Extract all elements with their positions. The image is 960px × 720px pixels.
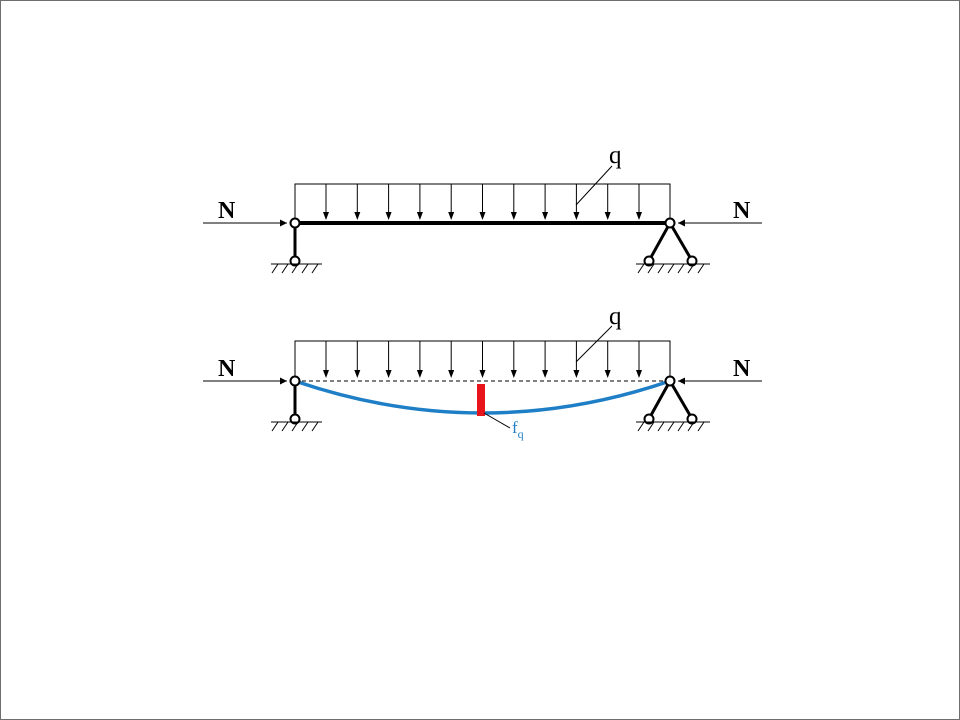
hatch-stroke: [271, 263, 279, 274]
hatch-stroke: [301, 421, 309, 432]
support-hinge: [686, 255, 698, 267]
left-support: [271, 217, 322, 274]
axial-force-label-left: N: [218, 356, 236, 382]
hatch-stroke: [281, 263, 289, 274]
q-label: q: [609, 303, 622, 330]
load-arrow-head: [448, 370, 455, 378]
support-hinge: [289, 375, 301, 387]
support-hinge: [289, 217, 301, 229]
deflection-leader-line: [483, 412, 511, 429]
load-arrow-head: [323, 212, 329, 220]
load-arrow-head: [416, 212, 423, 220]
load-arrow-head: [354, 212, 361, 220]
hatch-stroke: [647, 421, 655, 432]
hatch-stroke: [311, 263, 319, 274]
hatch-stroke: [677, 421, 685, 432]
hatch-stroke: [281, 421, 289, 432]
ground-hatching: [271, 421, 319, 432]
distributed-load-bottom: q: [294, 303, 671, 380]
hatch-stroke: [291, 263, 299, 274]
hatch-stroke: [271, 421, 279, 432]
hatch-stroke: [697, 421, 705, 432]
load-arrow-head: [636, 212, 642, 220]
beam-undeformed: q N N: [203, 142, 762, 274]
load-arrow-head: [604, 212, 611, 220]
load-arrow-head: [385, 370, 392, 378]
q-label: q: [609, 142, 622, 169]
load-arrow-head: [510, 370, 517, 378]
right-support: [636, 217, 710, 274]
load-arrow-head: [573, 212, 580, 220]
support-hinge: [664, 375, 676, 387]
hatch-stroke: [667, 421, 675, 432]
load-arrow-head: [479, 370, 486, 378]
left-support: [271, 375, 322, 432]
load-arrow-head: [604, 370, 611, 378]
axial-force-label-right: N: [733, 198, 751, 224]
load-arrow-head: [448, 212, 455, 220]
support-hinge: [289, 413, 301, 425]
load-arrows: [323, 341, 642, 378]
hatch-stroke: [301, 263, 309, 274]
hatch-stroke: [291, 421, 299, 432]
q-leader-line: [575, 325, 613, 363]
deflection-label: fq: [512, 418, 524, 441]
support-hinge: [686, 413, 698, 425]
load-arrow-head: [385, 212, 392, 220]
beam-deformed: q fq N N: [203, 303, 762, 441]
hatch-stroke: [657, 263, 665, 274]
right-support: [636, 375, 710, 432]
ground-hatching: [637, 263, 705, 274]
ground-hatching: [271, 263, 319, 274]
load-arrow-head: [323, 370, 329, 378]
hatch-stroke: [687, 263, 695, 274]
hatch-stroke: [647, 263, 655, 274]
hatch-stroke: [637, 263, 645, 274]
load-arrow-head: [636, 370, 642, 378]
deflection-marker: [477, 384, 485, 416]
load-arrow-head: [354, 370, 361, 378]
load-arrow-head: [479, 212, 486, 220]
load-arrow-head: [542, 370, 549, 378]
hatch-stroke: [637, 421, 645, 432]
hatch-stroke: [697, 263, 705, 274]
q-leader-line: [575, 165, 613, 206]
hatch-stroke: [657, 421, 665, 432]
load-arrow-head: [573, 370, 580, 378]
ground-hatching: [637, 421, 705, 432]
hatch-stroke: [311, 421, 319, 432]
load-arrows: [323, 184, 642, 220]
load-arrow-head: [510, 212, 517, 220]
support-hinge: [643, 413, 655, 425]
support-hinge: [289, 255, 301, 267]
hatch-stroke: [667, 263, 675, 274]
distributed-load-top: q: [294, 142, 671, 222]
axial-force-label-right: N: [733, 356, 751, 382]
hatch-stroke: [687, 421, 695, 432]
hatch-stroke: [677, 263, 685, 274]
support-hinge: [664, 217, 676, 229]
load-arrow-head: [416, 370, 423, 378]
support-hinge: [643, 255, 655, 267]
load-arrow-head: [542, 212, 549, 220]
axial-force-label-left: N: [218, 198, 236, 224]
